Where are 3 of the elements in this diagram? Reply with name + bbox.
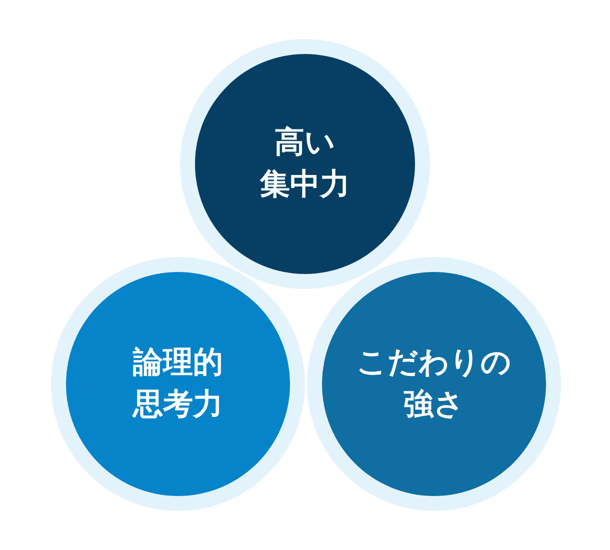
node-label: 論理的思考力	[133, 344, 223, 424]
node-label: こだわりの強さ	[356, 344, 512, 424]
node-label: 高い集中力	[260, 124, 350, 204]
